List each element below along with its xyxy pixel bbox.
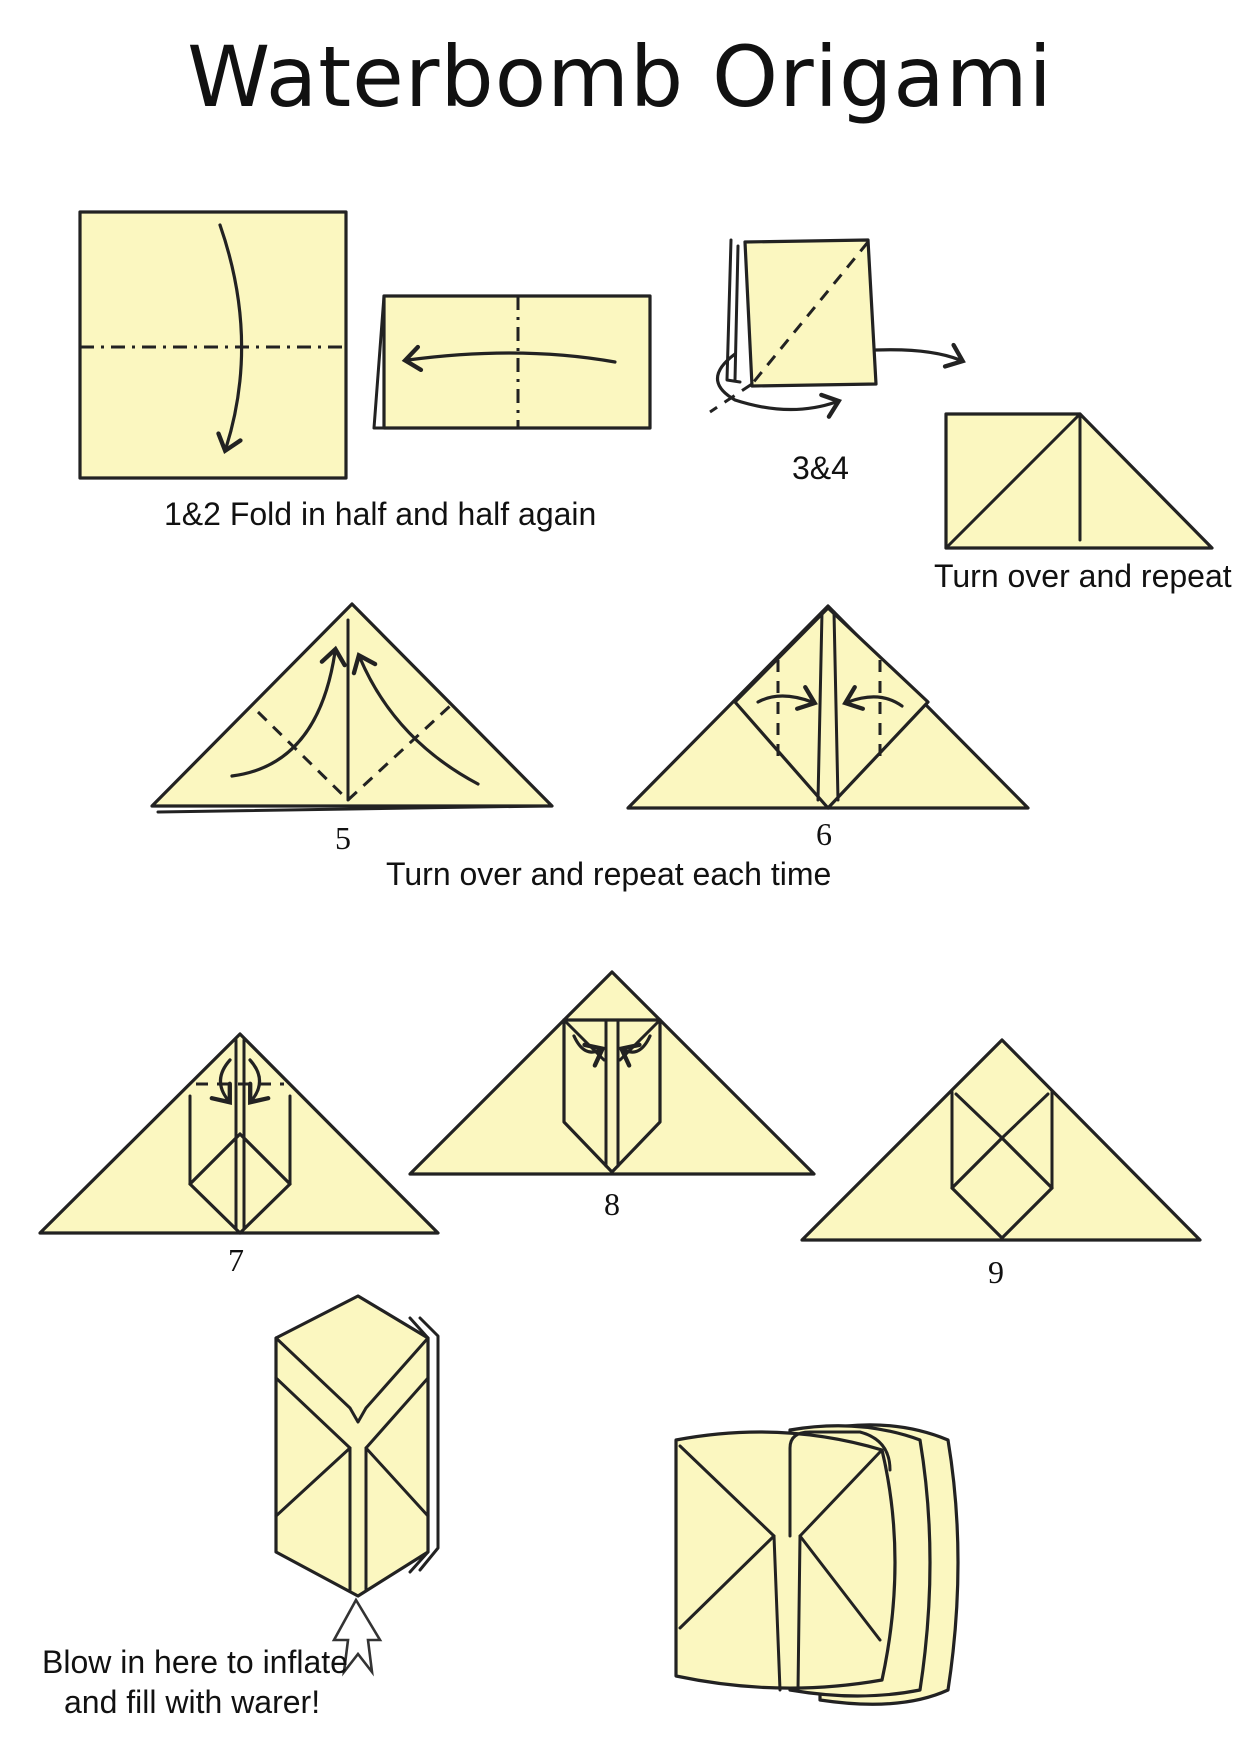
step-turn-over-shape xyxy=(944,412,1214,550)
step9-shape xyxy=(800,1038,1202,1242)
blow-caption-line2: and fill with warer! xyxy=(64,1684,321,1720)
step7-shape xyxy=(38,1032,440,1235)
step2-rectangle xyxy=(372,294,652,430)
step34-label: 3&4 xyxy=(792,450,849,486)
turn-over-each-caption: Turn over and repeat each time xyxy=(386,856,832,892)
step1-square xyxy=(78,210,348,480)
step9-label: 9 xyxy=(988,1254,1004,1290)
step8-label: 8 xyxy=(604,1186,620,1222)
step8-shape xyxy=(408,970,816,1176)
step10-shape xyxy=(274,1294,440,1677)
step7-label: 7 xyxy=(228,1242,244,1278)
turn-over-caption: Turn over and repeat xyxy=(934,558,1232,594)
step6-label: 6 xyxy=(816,816,832,852)
final-waterbomb xyxy=(674,1423,960,1706)
step5-label: 5 xyxy=(335,820,351,856)
step6-shape xyxy=(626,604,1030,810)
step5-triangle xyxy=(150,602,554,814)
step34-square xyxy=(709,238,966,419)
diagram-title: Waterbomb Origami xyxy=(187,28,1053,126)
blow-caption-line1: Blow in here to inflate xyxy=(42,1644,348,1680)
step12-caption: 1&2 Fold in half and half again xyxy=(164,496,597,532)
